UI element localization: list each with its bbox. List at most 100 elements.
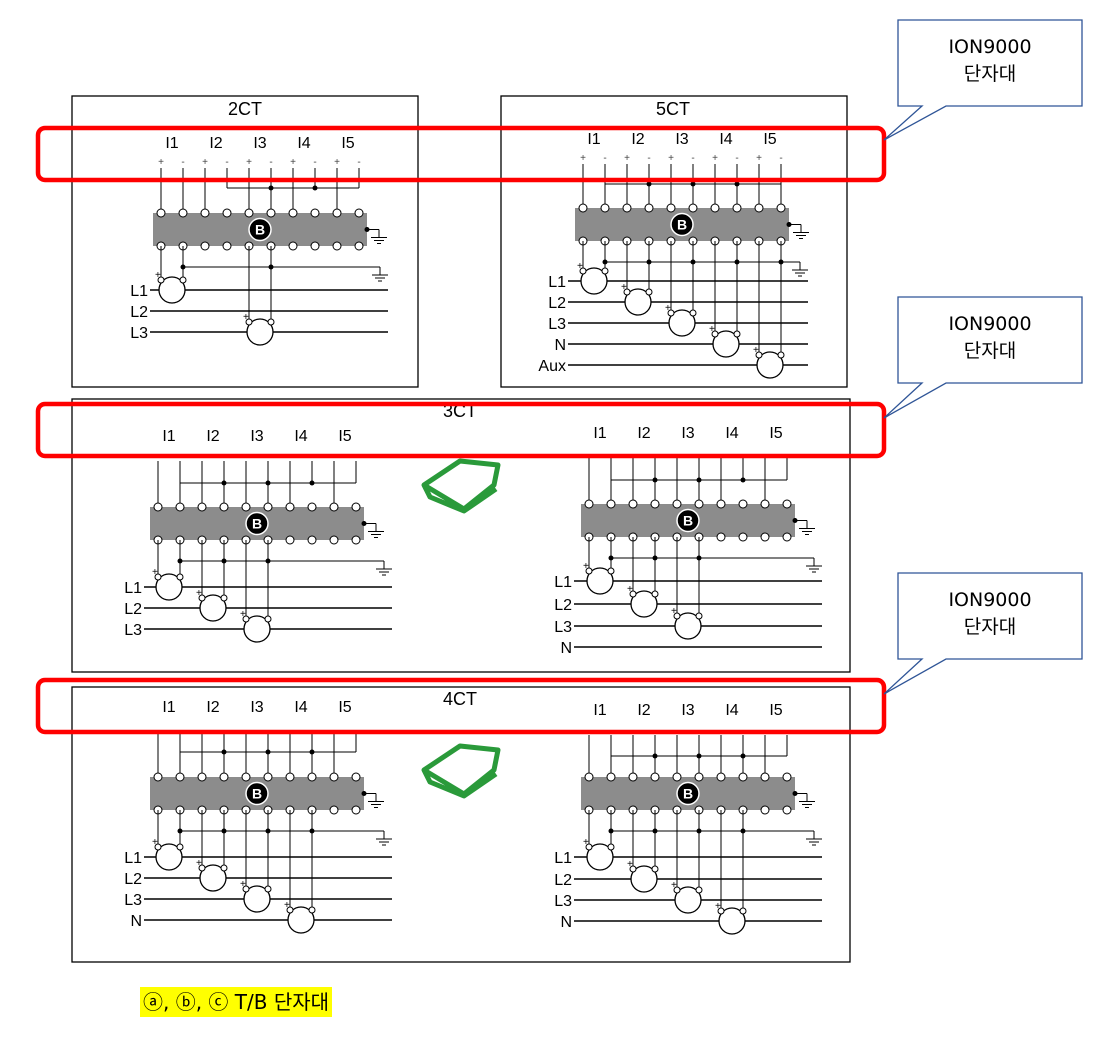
ct-terminal [245, 318, 253, 326]
ct-terminal [711, 330, 719, 338]
polarity-mark: + [668, 153, 674, 164]
panel-5ct: 5CT [500, 95, 848, 388]
terminal-screw [332, 241, 342, 251]
terminal-screw [738, 499, 748, 509]
ct-terminal [607, 567, 615, 575]
callout-line-1: ION9000 [948, 313, 1031, 335]
input-label-i5: I5 [341, 135, 354, 152]
line-label-l3: L3 [554, 893, 572, 910]
input-label-i4: I4 [725, 425, 738, 442]
input-label-i1: I1 [587, 131, 600, 148]
junction-dot [265, 749, 271, 755]
terminal-badge-label: B [677, 217, 687, 233]
terminal-screw [329, 502, 339, 512]
junction-dot [177, 828, 183, 834]
ct-polarity-mark: + [627, 859, 633, 870]
terminal-screw [782, 772, 792, 782]
junction-dot [646, 259, 652, 265]
terminal-screw [606, 772, 616, 782]
current-transformer [155, 843, 183, 871]
input-label-i1: I1 [162, 428, 175, 445]
current-transformer [246, 318, 274, 346]
terminal-screw [351, 502, 361, 512]
line-label-l3: L3 [554, 619, 572, 636]
terminal-screw [760, 772, 770, 782]
terminal-screw [760, 805, 770, 815]
line-label-n: N [554, 337, 566, 354]
line-label-l2: L2 [124, 601, 142, 618]
input-label-i2: I2 [209, 135, 222, 152]
ct-polarity-mark: + [627, 584, 633, 595]
callout-line-1: ION9000 [948, 589, 1031, 611]
input-label-i5: I5 [769, 702, 782, 719]
terminal-screw [200, 241, 210, 251]
ct-polarity-mark: + [753, 345, 759, 356]
terminal-highlight-box [35, 401, 887, 459]
junction-dot [734, 259, 740, 265]
current-transformer [712, 330, 740, 358]
panel-4ct: 4CT [71, 686, 851, 963]
ct-terminal [673, 612, 681, 620]
terminal-screw [351, 535, 361, 545]
ct-terminal [242, 885, 250, 893]
ct-terminal [601, 267, 609, 275]
terminal-screw [178, 208, 188, 218]
ct-terminal [264, 885, 272, 893]
book-icon-shape [421, 458, 501, 514]
line-label-l2: L2 [548, 295, 566, 312]
terminal-screw [241, 502, 251, 512]
ct-terminal [585, 843, 593, 851]
ct-terminal [286, 906, 294, 914]
junction-dot [646, 181, 652, 187]
line-label-l2: L2 [130, 304, 148, 321]
ct-terminal [717, 907, 725, 915]
terminal-screw [354, 208, 364, 218]
current-transformer [756, 351, 784, 379]
ct-terminal [733, 330, 741, 338]
polarity-mark: - [313, 157, 316, 168]
input-label-i2: I2 [206, 428, 219, 445]
ct-terminal [267, 318, 275, 326]
terminal-screw [672, 772, 682, 782]
terminal-screw [197, 772, 207, 782]
line-label-aux: Aux [538, 358, 566, 375]
terminal-screw [222, 241, 232, 251]
panel-title: 4CT [443, 689, 477, 709]
ct-terminal [154, 573, 162, 581]
junction-dot [268, 264, 274, 270]
current-transformer [158, 276, 186, 304]
input-label-i5: I5 [763, 131, 776, 148]
polarity-mark: + [202, 157, 208, 168]
current-transformer [199, 594, 227, 622]
terminal-screw [175, 502, 185, 512]
line-label-l3: L3 [548, 316, 566, 333]
ct-terminal [689, 309, 697, 317]
line-label-l1: L1 [130, 283, 148, 300]
terminal-screw [584, 499, 594, 509]
terminal-screw [241, 772, 251, 782]
ct-polarity-mark: + [583, 561, 589, 572]
terminal-screw [175, 772, 185, 782]
line-label-l1: L1 [554, 850, 572, 867]
ct-polarity-mark: + [152, 837, 158, 848]
ct-terminal [220, 864, 228, 872]
polarity-mark: - [357, 157, 360, 168]
line-label-l1: L1 [548, 274, 566, 291]
current-transformer [674, 612, 702, 640]
terminal-screw [738, 532, 748, 542]
terminal-screw [754, 203, 764, 213]
ct-polarity-mark: + [240, 609, 246, 620]
terminal-screw [307, 772, 317, 782]
input-label-i5: I5 [769, 425, 782, 442]
polarity-mark: - [269, 157, 272, 168]
junction-dot [309, 828, 315, 834]
line-label-l3: L3 [130, 325, 148, 342]
terminal-screw [222, 208, 232, 218]
